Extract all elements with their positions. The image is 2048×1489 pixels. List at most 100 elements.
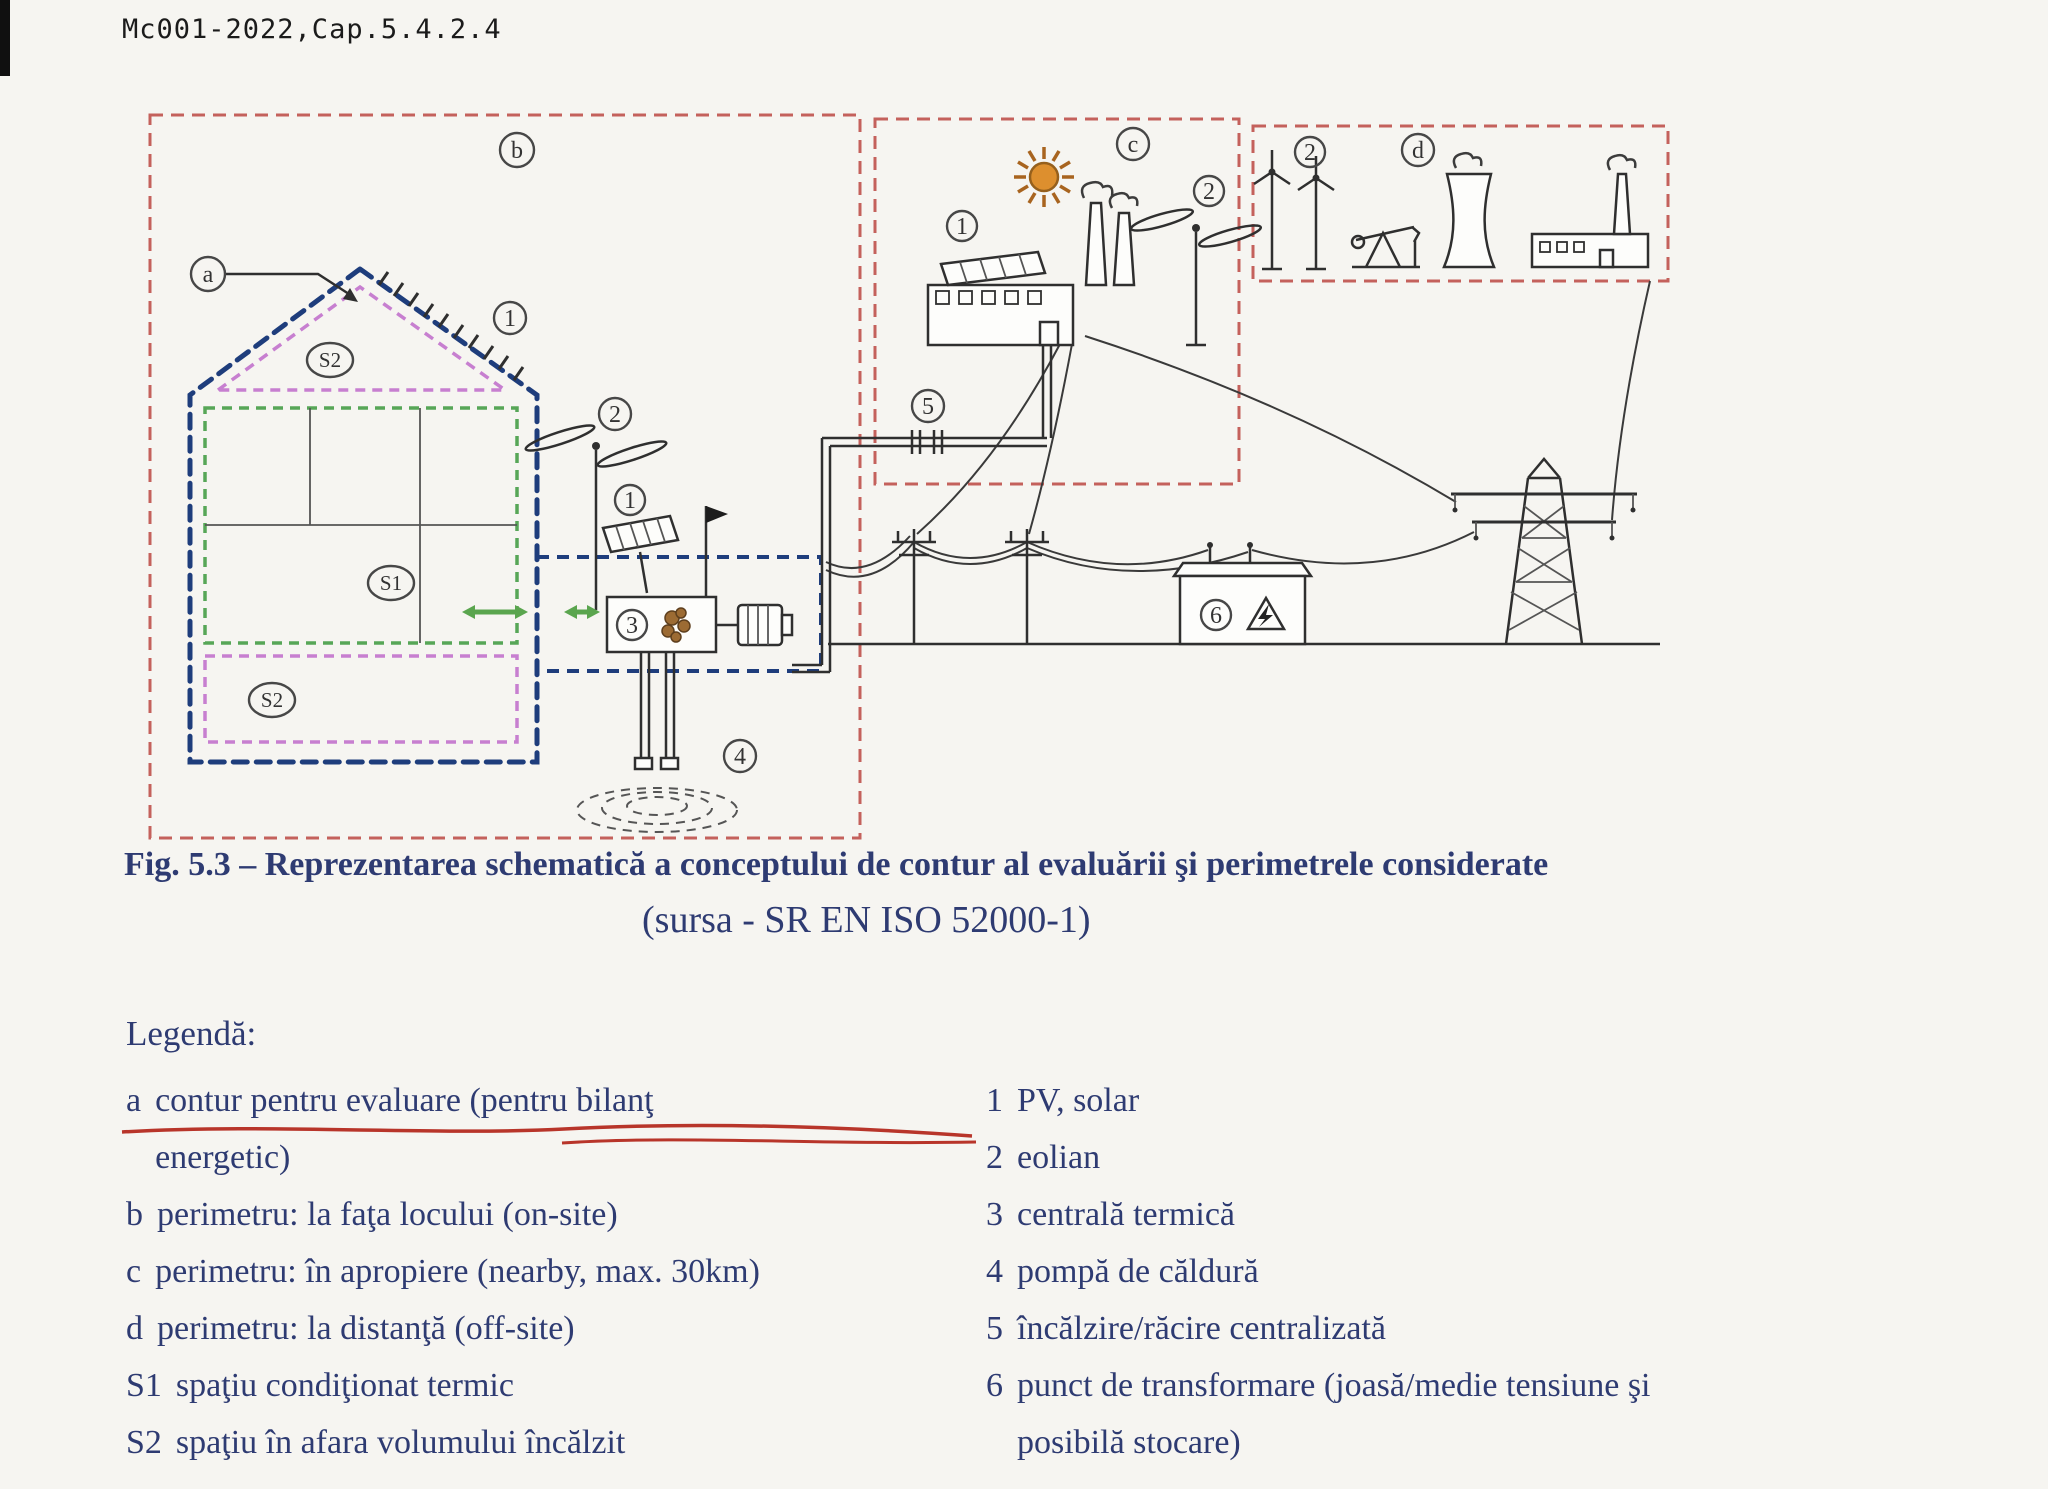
label-1-pv: 1 — [613, 483, 647, 517]
legend-item-1: 1 PV, solar — [986, 1072, 1686, 1129]
utility-pole-icon — [1005, 529, 1049, 644]
label-1-roof: 1 — [492, 300, 528, 336]
legend-left-column: a contur pentru evaluare (pentru bilanţ … — [126, 1072, 795, 1471]
label-1-text: 1 — [956, 214, 968, 240]
hand-underline — [121, 1123, 977, 1145]
figure-source: (sursa - SR EN ISO 52000-1) — [642, 899, 1091, 941]
label-4-text: 4 — [734, 744, 746, 770]
label-4: 4 — [722, 738, 758, 774]
legend-item-b: b perimetru: la faţa locului (on-site) — [126, 1186, 795, 1243]
attic-boundary — [212, 284, 511, 392]
pv-panel-icon — [601, 514, 680, 594]
document-header: Mc001-2022,Cap.5.4.2.4 — [122, 14, 502, 45]
label-2-text: 2 — [609, 402, 621, 428]
legend-item-4: 4 pompă de căldură — [986, 1243, 1686, 1300]
label-5-text: 5 — [922, 394, 934, 420]
legend-key: 2 — [986, 1139, 1003, 1176]
label-s1-text: S1 — [380, 571, 402, 595]
label-1-text: 1 — [624, 488, 636, 514]
legend-key: d — [126, 1310, 143, 1347]
label-3: 3 — [615, 608, 649, 642]
legend-key: S1 — [126, 1367, 162, 1404]
legend-text: contur pentru evaluare (pentru bilanţ en… — [155, 1082, 654, 1176]
label-2-house-turbine: 2 — [597, 396, 633, 432]
label-s1: S1 — [366, 564, 416, 602]
district-plant — [926, 180, 1139, 347]
offsite-wind-turbines-icon — [1253, 150, 1335, 271]
high-voltage-warning-icon — [1245, 595, 1287, 631]
basement-boundary — [203, 654, 519, 744]
oil-pump-icon — [1350, 225, 1421, 269]
label-s2-text: S2 — [319, 348, 341, 372]
label-s2-attic: S2 — [305, 341, 355, 379]
legend-text: spaţiu în afara volumului încălzit — [175, 1424, 626, 1461]
legend-item-d: d perimetru: la distanţă (off-site) — [126, 1300, 795, 1357]
label-b-text: b — [511, 138, 523, 164]
label-d-text: d — [1412, 138, 1424, 164]
legend-key: 1 — [986, 1082, 1003, 1119]
legend-item-5: 5 încălzire/răcire centralizată — [986, 1300, 1686, 1357]
label-a: a — [189, 255, 227, 293]
label-c-text: c — [1128, 132, 1139, 158]
legend-key: 4 — [986, 1253, 1003, 1290]
scan-edge-artifact — [0, 0, 10, 76]
figure-diagram: a b S2 1 2 1 S1 3 — [148, 113, 1670, 840]
legend-text: încălzire/răcire centralizată — [1017, 1310, 1386, 1347]
plant-door — [1038, 320, 1060, 347]
cooling-tower-icon — [1442, 151, 1496, 269]
label-b: b — [498, 131, 536, 169]
label-2-nearby-turbine: 2 — [1192, 174, 1226, 208]
legend-text: perimetru: la distanţă (off-site) — [157, 1310, 575, 1347]
legend-right-column: 1 PV, solar 2 eolian 3 centrală termică … — [986, 1072, 1686, 1471]
legend-item-a: a contur pentru evaluare (pentru bilanţ … — [126, 1072, 795, 1186]
legend-item-3: 3 centrală termică — [986, 1186, 1686, 1243]
perimeter-nearby-box — [873, 117, 1241, 486]
figure-caption: Fig. 5.3 – Reprezentarea schematică a co… — [124, 846, 1549, 883]
legend-key: a — [126, 1082, 142, 1119]
legend-key: c — [126, 1253, 142, 1290]
label-a-text: a — [203, 262, 214, 288]
legend-item-s2: S2 spaţiu în afara volumului încălzit — [126, 1414, 795, 1471]
label-1-text: 1 — [504, 306, 516, 332]
legend-key: S2 — [126, 1424, 162, 1461]
chimney-icon — [1112, 211, 1136, 287]
legend-text: spaţiu condiţionat termic — [175, 1367, 514, 1404]
legend-text: pompă de căldură — [1017, 1253, 1259, 1290]
perimeter-offsite-box — [1251, 124, 1670, 283]
boiler-chp-unit — [605, 595, 794, 654]
label-d: d — [1400, 132, 1436, 168]
sun-icon — [1014, 147, 1074, 207]
label-6-text: 6 — [1210, 603, 1222, 629]
label-a-arrow — [226, 272, 358, 302]
wind-turbine-icon — [1129, 208, 1263, 347]
utility-pole-icon — [892, 529, 936, 644]
roof-collector-icon — [377, 271, 525, 381]
ground-heat-exchanger — [576, 652, 738, 833]
legend-text: centrală termică — [1017, 1196, 1236, 1233]
label-2-text: 2 — [1203, 179, 1215, 205]
label-2-text: 2 — [1304, 140, 1316, 166]
label-1-plant-roof: 1 — [945, 209, 979, 243]
legend-title: Legendă: — [126, 1014, 257, 1053]
label-2-offsite: 2 — [1293, 135, 1327, 169]
legend-text: perimetru: la faţa locului (on-site) — [157, 1196, 618, 1233]
offsite-factory-icon — [1530, 153, 1650, 269]
legend-text: eolian — [1017, 1139, 1101, 1176]
plant-roof-pv-icon — [939, 250, 1047, 287]
label-s2-text: S2 — [261, 688, 283, 712]
perimeter-onsite-box — [148, 113, 862, 840]
label-s2-basement: S2 — [247, 681, 297, 719]
wind-turbine-icon — [524, 424, 668, 610]
transmission-tower-icon — [1451, 457, 1637, 645]
energy-flow-arrows — [462, 605, 600, 619]
label-3-text: 3 — [626, 613, 638, 639]
house-interior-walls — [205, 408, 517, 643]
transformer-station — [1171, 542, 1314, 646]
legend-text: perimetru: în apropiere (nearby, max. 30… — [155, 1253, 760, 1290]
legend-key: 6 — [986, 1367, 1003, 1404]
legend-item-2: 2 eolian — [986, 1129, 1686, 1186]
district-heating-pipe — [792, 345, 1053, 674]
exhaust-stack-icon — [704, 506, 728, 597]
legend-text: PV, solar — [1017, 1082, 1140, 1119]
